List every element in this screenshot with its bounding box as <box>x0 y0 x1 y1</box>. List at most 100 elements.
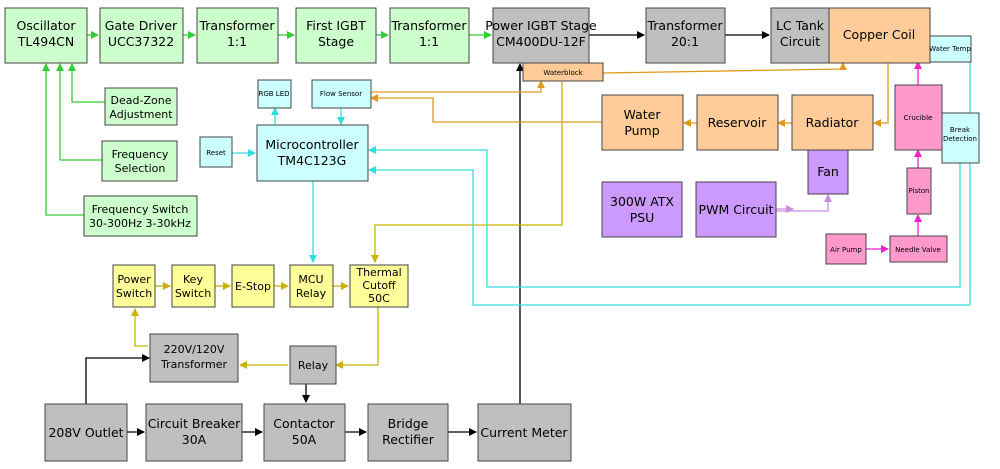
svg-text:Needle Valve: Needle Valve <box>895 246 941 254</box>
connection-lines <box>42 31 971 436</box>
first-igbt-block: First IGBT Stage <box>295 7 377 64</box>
svg-text:Piston: Piston <box>908 187 929 195</box>
wire-waterblock-coil <box>602 62 847 74</box>
transformer-20to1-block: Transformer 20:1 <box>645 7 726 64</box>
svg-text:30-300Hz 3-30kHz: 30-300Hz 3-30kHz <box>89 217 191 230</box>
wire-freqsel-oscillator <box>56 63 102 161</box>
waterblock-block: Waterblock <box>522 62 604 82</box>
svg-text:CM400DU-12F: CM400DU-12F <box>496 34 586 49</box>
piston-block: Piston <box>906 167 932 215</box>
frequency-selection-block: Frequency Selection <box>101 140 178 182</box>
svg-text:Gate Driver: Gate Driver <box>105 18 178 33</box>
transformer-1to1-b-block: Transformer 1:1 <box>389 7 470 64</box>
svg-text:TL494CN: TL494CN <box>17 34 75 49</box>
svg-text:Key: Key <box>183 273 203 286</box>
outlet-208v-block: 208V Outlet <box>44 403 128 462</box>
frequency-switch-block: Frequency Switch 30-300Hz 3-30kHz <box>83 195 198 237</box>
svg-text:Reservoir: Reservoir <box>708 115 768 130</box>
svg-text:RGB LED: RGB LED <box>258 90 289 98</box>
wire-flowsensor-waterblock <box>371 80 545 93</box>
svg-text:UCC37322: UCC37322 <box>108 34 174 49</box>
reservoir-block: Reservoir <box>696 94 779 151</box>
svg-text:20:1: 20:1 <box>671 34 699 49</box>
svg-text:Frequency Switch: Frequency Switch <box>92 203 189 216</box>
svg-text:Relay: Relay <box>296 287 327 300</box>
svg-text:Relay: Relay <box>298 359 329 372</box>
svg-text:MCU: MCU <box>298 273 323 286</box>
break-detection-block: Break Detection <box>941 112 980 164</box>
water-temp-block: Water Temp <box>929 35 972 63</box>
svg-text:Waterblock: Waterblock <box>543 69 583 77</box>
svg-text:Flow Sensor: Flow Sensor <box>320 90 362 98</box>
svg-text:Transformer: Transformer <box>646 18 723 33</box>
svg-text:Radiator: Radiator <box>806 115 860 130</box>
svg-text:Microcontroller: Microcontroller <box>265 137 359 152</box>
svg-text:Stage: Stage <box>318 34 354 49</box>
svg-text:Power: Power <box>117 273 151 286</box>
air-pump-block: Air Pump <box>825 233 867 265</box>
svg-text:Switch: Switch <box>175 287 211 300</box>
oscillator-block: Oscillator TL494CN <box>4 7 88 64</box>
svg-text:50C: 50C <box>368 292 390 305</box>
relay-block: Relay <box>289 345 337 385</box>
svg-text:Adjustment: Adjustment <box>109 108 173 121</box>
svg-text:Power IGBT Stage: Power IGBT Stage <box>485 18 597 33</box>
svg-text:Oscillator: Oscillator <box>17 18 77 33</box>
mcu-relay-block: MCU Relay <box>289 264 334 308</box>
svg-text:First IGBT: First IGBT <box>306 18 366 33</box>
power-igbt-block: Power IGBT Stage CM400DU-12F <box>485 7 597 64</box>
thermal-cutoff-block: Thermal Cutoff 50C <box>349 264 409 308</box>
svg-text:Copper Coil: Copper Coil <box>843 27 915 42</box>
svg-text:Fan: Fan <box>817 164 839 179</box>
svg-text:1:1: 1:1 <box>419 34 439 49</box>
svg-text:300W ATX: 300W ATX <box>610 194 674 209</box>
svg-text:Dead-Zone: Dead-Zone <box>111 94 172 107</box>
svg-text:Bridge: Bridge <box>388 416 429 431</box>
lc-tank-block: LC Tank Circuit <box>770 7 830 64</box>
atx-psu-block: 300W ATX PSU <box>601 181 683 238</box>
gate-driver-block: Gate Driver UCC37322 <box>99 7 184 64</box>
svg-text:Crucible: Crucible <box>904 114 933 122</box>
svg-text:Detection: Detection <box>943 135 977 143</box>
reset-block: Reset <box>199 136 233 168</box>
svg-text:30A: 30A <box>182 432 207 447</box>
svg-text:1:1: 1:1 <box>227 34 247 49</box>
wire-coil-radiator <box>873 62 889 127</box>
wire-watertemp-mcu <box>368 62 971 306</box>
wire-pwm-fan <box>776 194 832 212</box>
svg-text:50A: 50A <box>292 432 317 447</box>
microcontroller-block: Microcontroller TM4C123G <box>256 124 369 182</box>
e-stop-block: E-Stop <box>231 264 275 308</box>
svg-text:Rectifier: Rectifier <box>382 432 435 447</box>
wire-transformer220-powerswitch <box>131 308 148 347</box>
bridge-rectifier-block: Bridge Rectifier <box>367 403 449 462</box>
wire-outlet-transformer220 <box>85 354 150 404</box>
svg-text:220V/120V: 220V/120V <box>164 343 225 356</box>
wire-waterpump-flowsensor <box>370 94 602 123</box>
flow-sensor-block: Flow Sensor <box>311 79 372 109</box>
svg-text:Thermal: Thermal <box>355 266 401 279</box>
svg-text:Water: Water <box>624 107 662 122</box>
radiator-block: Radiator <box>791 94 874 151</box>
needle-valve-block: Needle Valve <box>889 235 948 263</box>
svg-text:Water Temp: Water Temp <box>929 45 971 53</box>
svg-text:Air Pump: Air Pump <box>830 246 862 254</box>
svg-text:Switch: Switch <box>116 287 152 300</box>
dead-zone-block: Dead-Zone Adjustment <box>104 87 178 126</box>
wire-thermal-relay <box>335 307 379 369</box>
wire-waterblock-thermal <box>371 82 563 263</box>
crucible-block: Crucible <box>894 84 943 151</box>
wire-freqswitch-oscillator <box>42 63 84 216</box>
wire-breakdetect-mcu <box>368 146 961 288</box>
svg-text:208V Outlet: 208V Outlet <box>48 425 123 440</box>
svg-text:E-Stop: E-Stop <box>235 280 271 293</box>
svg-text:Transformer: Transformer <box>160 358 227 371</box>
svg-text:Contactor: Contactor <box>273 416 335 431</box>
fan-block: Fan <box>807 149 849 195</box>
contactor-block: Contactor 50A <box>263 403 346 462</box>
rgb-led-block: RGB LED <box>257 79 292 109</box>
svg-text:Transformer: Transformer <box>390 18 467 33</box>
svg-text:LC Tank: LC Tank <box>776 18 825 33</box>
transformer-1to1-a-block: Transformer 1:1 <box>196 7 279 64</box>
